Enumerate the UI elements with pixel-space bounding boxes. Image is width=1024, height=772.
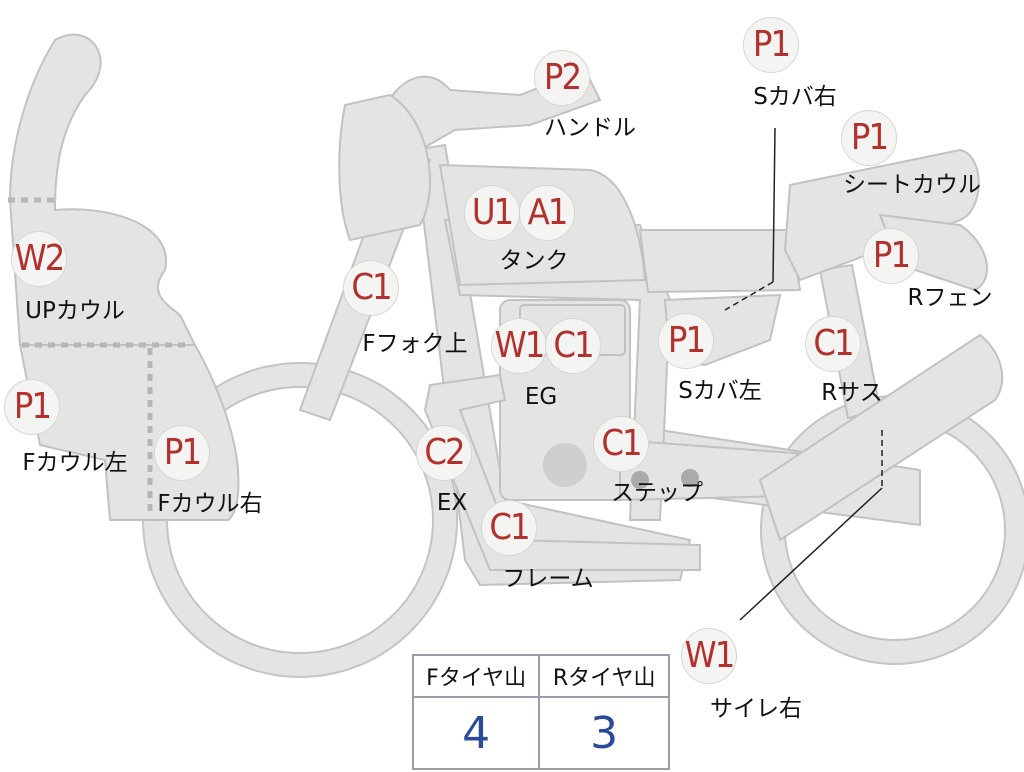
- side-cover-right-code-badge: P1: [743, 17, 799, 73]
- fork-top-label: Fフォク上: [362, 331, 468, 357]
- tank-a-code-badge: A1: [519, 185, 575, 241]
- front-tire-header: Fタイヤ山: [411, 654, 541, 698]
- rear-fender-label: Rフェン: [907, 285, 993, 311]
- seat-cowl-code-badge: P1: [841, 110, 897, 166]
- muffler-right-code-badge: W1: [681, 628, 737, 684]
- side-cover-right-label: Sカバ右: [753, 84, 837, 110]
- eg-label: EG: [524, 384, 558, 410]
- frame-code-badge: C1: [481, 500, 537, 556]
- muffler-right-label: サイレ右: [710, 696, 802, 722]
- tire-tread-table: Fタイヤ山 Rタイヤ山 4 3: [411, 654, 670, 770]
- front-tire-value: 4: [411, 696, 541, 770]
- eg-c-code-badge: C1: [545, 318, 601, 374]
- handle-label: ハンドル: [544, 115, 636, 141]
- cowl-left-label: Fカウル左: [22, 450, 128, 476]
- rear-sus-label: Rサス: [821, 380, 883, 406]
- frame-label: フレーム: [502, 566, 594, 592]
- leader-muffler-right: [739, 487, 883, 621]
- tank-u-code-badge: U1: [464, 185, 520, 241]
- exhaust-code-badge: C2: [416, 425, 472, 481]
- exhaust-label: EX: [436, 490, 468, 516]
- seat-cowl-label: シートカウル: [843, 172, 981, 198]
- cowl-right-code-badge: P1: [154, 425, 210, 481]
- cowl-right-label: Fカウル右: [157, 491, 263, 517]
- side-cover-left-label: Sカバ左: [678, 378, 762, 404]
- eg-w-code-badge: W1: [491, 318, 547, 374]
- step-label: ステップ: [611, 480, 703, 506]
- seat: [638, 229, 802, 294]
- headlight: [338, 93, 431, 242]
- handle-code-badge: P2: [534, 50, 590, 106]
- fork-top-code-badge: C1: [343, 260, 399, 316]
- engine-cover: [543, 443, 587, 487]
- cowl-left-code-badge: P1: [4, 379, 60, 435]
- leader-side-cover-right: [772, 127, 776, 283]
- rear-sus-code-badge: C1: [805, 316, 861, 372]
- muffler: [758, 333, 1004, 542]
- side-cover-left-code-badge: P1: [658, 313, 714, 369]
- tank-label: タンク: [499, 248, 569, 274]
- step-code-badge: C1: [593, 416, 649, 472]
- up-cowl-code-badge: W2: [11, 231, 67, 287]
- rear-tire-value: 3: [538, 696, 670, 770]
- rear-fender-code-badge: P1: [863, 228, 919, 284]
- up-cowl-label: UPカウル: [25, 298, 125, 324]
- rear-tire-header: Rタイヤ山: [538, 654, 670, 698]
